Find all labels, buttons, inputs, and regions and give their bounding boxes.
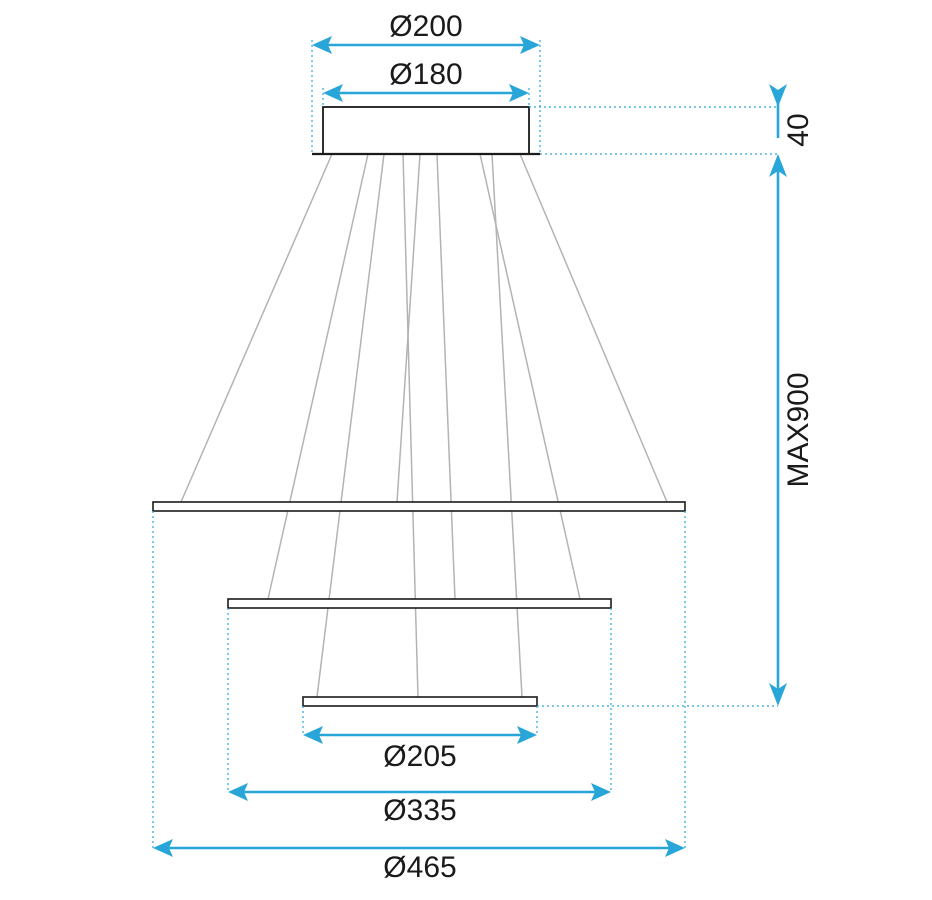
arrow-down-icon — [769, 84, 787, 107]
ring-medium — [227, 598, 612, 609]
arrow-left-icon — [303, 726, 323, 744]
dimension-canopy-inner: Ø180 — [323, 58, 529, 102]
wire-outer-right — [519, 153, 668, 503]
dimension-ring-medium: Ø335 — [228, 783, 611, 827]
arrow-up-icon — [769, 154, 787, 177]
canopy-inner-diameter-label: Ø180 — [389, 58, 462, 91]
extension-lines — [152, 40, 778, 848]
wire-outer-left — [180, 153, 333, 503]
arrow-left-icon — [312, 36, 332, 54]
ring-small-diameter-label: Ø205 — [383, 740, 456, 773]
wire-small-right — [491, 153, 523, 698]
canopy-outer-diameter-label: Ø200 — [389, 10, 462, 43]
arrow-right-icon — [591, 783, 611, 801]
suspension-wires — [180, 153, 668, 698]
canopy — [312, 106, 540, 156]
wire-small-center — [402, 153, 419, 698]
arrow-left-icon — [153, 839, 173, 857]
ring-small — [302, 696, 538, 707]
arrow-right-icon — [520, 36, 540, 54]
arrow-left-icon — [323, 84, 343, 102]
dimension-canopy-outer: Ø200 — [312, 10, 540, 54]
max-drop-label: MAX900 — [782, 372, 815, 487]
dimension-ring-large: Ø465 — [153, 839, 685, 884]
ring-large-diameter-label: Ø465 — [383, 851, 456, 884]
arrow-right-icon — [517, 726, 537, 744]
wire-medium-center — [436, 153, 456, 600]
arrow-left-icon — [228, 783, 248, 801]
arrow-down-icon — [769, 683, 787, 706]
ring-medium-diameter-label: Ø335 — [383, 794, 456, 827]
light-rings — [152, 501, 686, 707]
canopy-height-label: 40 — [782, 113, 815, 146]
wire-medium-left — [267, 153, 369, 600]
canopy-body — [322, 106, 530, 155]
dimension-max-drop: MAX900 — [769, 171, 815, 706]
dimension-canopy-height: 40 — [769, 84, 815, 177]
dimension-ring-small: Ø205 — [303, 726, 537, 773]
wire-small-left — [316, 153, 385, 698]
arrow-right-icon — [509, 84, 529, 102]
arrow-right-icon — [665, 839, 685, 857]
ring-large — [152, 501, 686, 512]
